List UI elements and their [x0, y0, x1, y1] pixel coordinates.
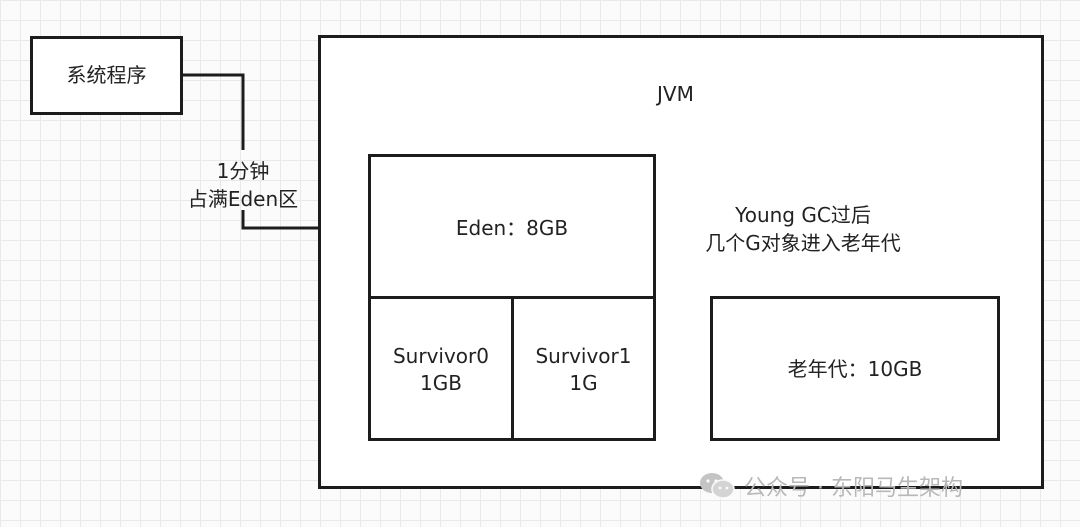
old-gen-label: 老年代：10GB — [787, 357, 923, 381]
survivor1-name: Survivor1 — [535, 344, 632, 368]
system-to-eden-label-line1: 1分钟 — [216, 159, 270, 183]
watermark: 公众号 · 东阳马生架构 — [698, 470, 963, 502]
wechat-icon — [700, 473, 735, 499]
old-gen-box — [710, 296, 1000, 441]
jvm-label: JVM — [657, 82, 694, 106]
watermark-text: 公众号 · 东阳马生架构 — [744, 476, 963, 501]
system-to-eden-arrow-line — [183, 73, 245, 150]
eden-box — [368, 154, 656, 299]
system-program-box — [30, 36, 183, 115]
system-to-eden-arrow-line-lower — [241, 210, 348, 230]
survivor0-size: 1GB — [420, 371, 462, 395]
survivor0-name: Survivor0 — [392, 344, 489, 368]
survivor0-box — [368, 296, 514, 441]
survivor1-box — [511, 296, 656, 441]
survivor1-size: 1G — [569, 371, 598, 395]
system-program-label: 系统程序 — [66, 63, 147, 87]
system-to-eden-label-line2: 占满Eden区 — [187, 187, 299, 211]
eden-to-old-label-line2: 几个G对象进入老年代 — [705, 231, 901, 255]
eden-to-old-label-line1: Young GC过后 — [735, 203, 871, 227]
eden-label: Eden：8GB — [455, 216, 569, 240]
